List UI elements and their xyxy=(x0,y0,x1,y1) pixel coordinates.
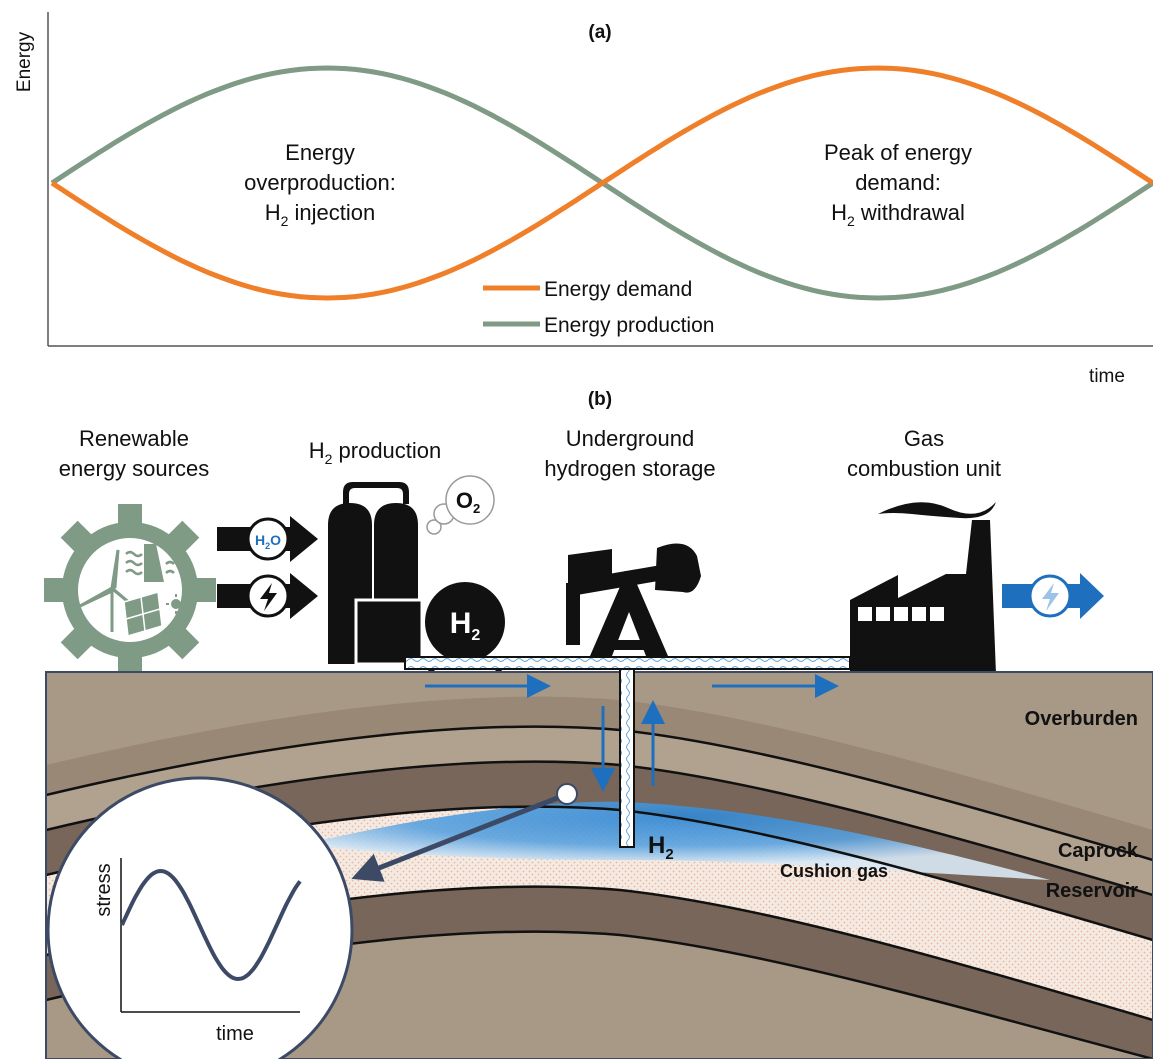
electricity-output-arrow xyxy=(1002,573,1104,619)
o2-label: O2 xyxy=(456,488,480,516)
layer-label-reservoir: Reservoir xyxy=(1046,880,1138,902)
hydrogen-plume xyxy=(300,801,1050,880)
h2o-label: H2O xyxy=(255,532,281,551)
layer-label-overburden: Overburden xyxy=(1025,708,1138,730)
solar-panel-icon xyxy=(123,591,163,637)
inset-y-label: stress xyxy=(93,863,115,916)
surface-pipeline xyxy=(404,656,851,670)
stress-inset: stress time xyxy=(46,776,354,1059)
cushion-gas-label: Cushion gas xyxy=(780,861,888,881)
pumpjack-icon xyxy=(560,543,702,670)
stage-storage-line2: hydrogen storage xyxy=(544,456,715,481)
legend-production-label: Energy production xyxy=(544,314,714,337)
stage-h2-production: H2 production xyxy=(309,438,442,467)
stage-renewable-line2: energy sources xyxy=(59,456,209,481)
stage-titles: Renewable energy sources H2 production U… xyxy=(59,426,1001,481)
gas-plant-icon xyxy=(850,502,996,674)
panel-b-label: (b) xyxy=(588,389,612,410)
lightning-icon xyxy=(260,583,277,611)
y-axis-label: Energy xyxy=(14,31,35,92)
sun-icon xyxy=(166,594,186,614)
inset-x-label: time xyxy=(216,1023,254,1045)
x-axis-label: time xyxy=(1089,366,1125,387)
legend-demand-label: Energy demand xyxy=(544,278,692,301)
right-annotation: Peak of energy demand: H2 withdrawal xyxy=(824,140,972,229)
tank-h2-label: H2 xyxy=(450,607,481,644)
water-input-arrow: H2O xyxy=(217,516,318,562)
electricity-input-arrow xyxy=(217,573,318,619)
electrolyzer-icon: H2 xyxy=(328,482,506,678)
left-note-line2: overproduction: xyxy=(244,170,396,195)
stage-combustion-line1: Gas xyxy=(904,426,944,451)
stage-storage-line1: Underground xyxy=(566,426,694,451)
right-note-line1: Peak of energy xyxy=(824,140,972,165)
legend: Energy demand Energy production xyxy=(483,278,714,337)
stage-combustion-line2: combustion unit xyxy=(847,456,1001,481)
flow-arrows xyxy=(425,674,839,792)
subsurface-frame xyxy=(45,671,1153,1059)
wellbore xyxy=(619,668,635,848)
stress-curve xyxy=(120,868,302,982)
oxygen-bubbles: O2 xyxy=(426,475,495,535)
left-note-line1: Energy xyxy=(285,140,355,165)
lightning-icon xyxy=(1042,583,1059,611)
energy-demand-line xyxy=(50,65,1153,301)
smoke-icon xyxy=(878,502,996,519)
monitoring-point xyxy=(556,783,578,805)
left-note-line3: H2 injection xyxy=(265,200,376,229)
stage-renewable-line1: Renewable xyxy=(79,426,189,451)
renewable-gear-icon xyxy=(44,504,216,676)
storage-h2-label: H2 xyxy=(648,832,674,863)
layer-label-caprock: Caprock xyxy=(1058,840,1139,862)
panel-a-label: (a) xyxy=(588,22,611,43)
right-note-line3: H2 withdrawal xyxy=(831,200,965,229)
water-waves-icon xyxy=(125,550,175,576)
left-annotation: Energy overproduction: H2 injection xyxy=(244,140,396,229)
inset-pointer xyxy=(351,792,566,882)
dam-icon xyxy=(144,544,164,582)
right-note-line2: demand: xyxy=(855,170,941,195)
